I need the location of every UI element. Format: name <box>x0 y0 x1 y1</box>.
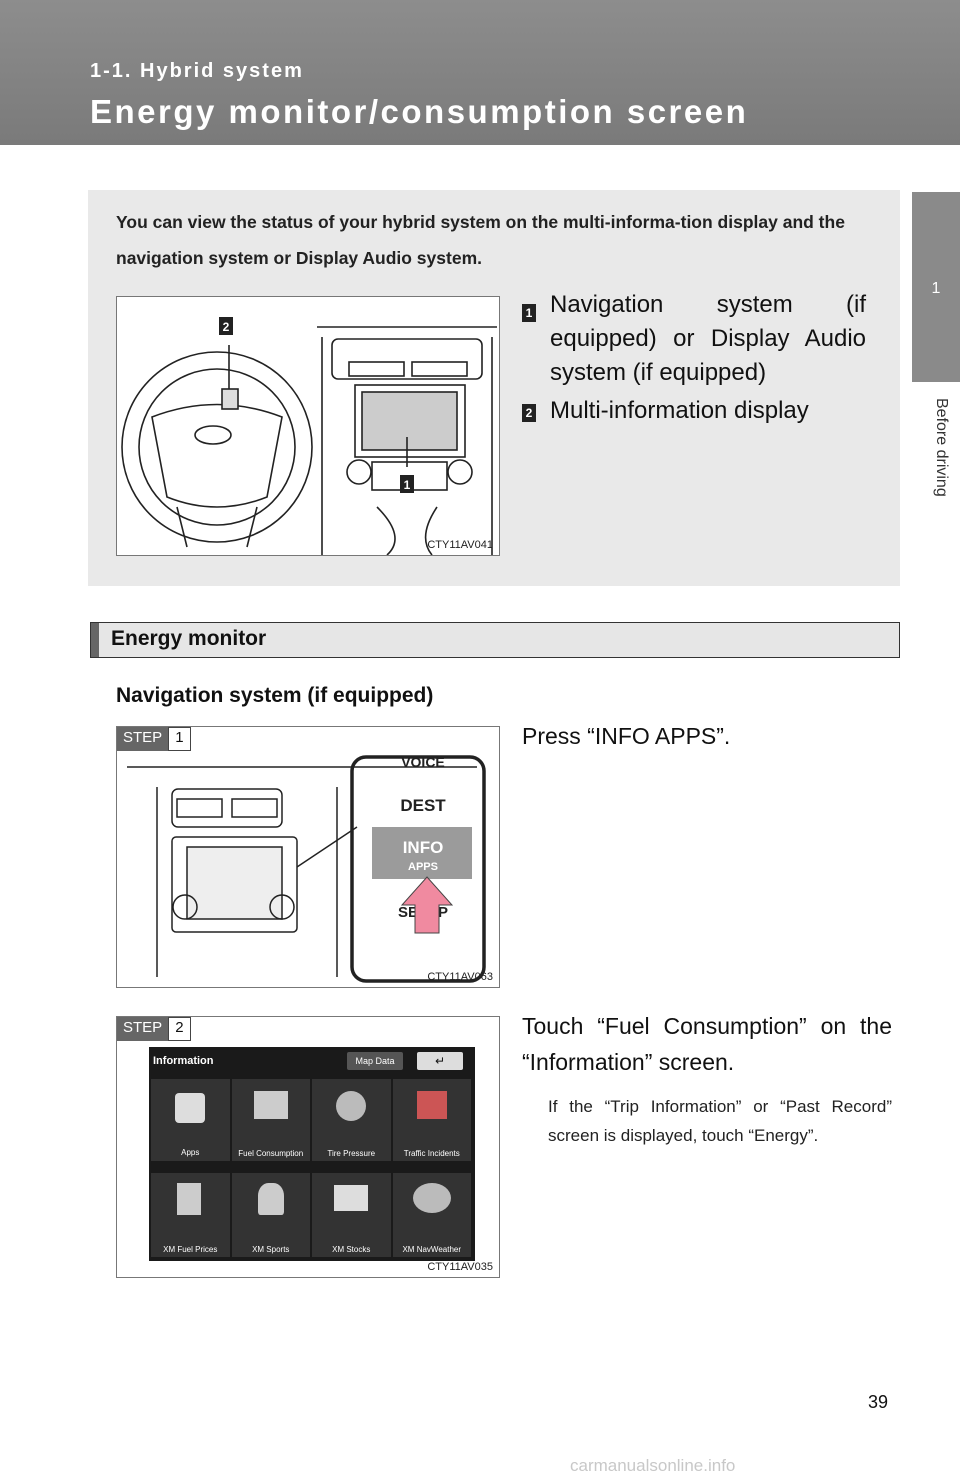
page-title: Energy monitor/consumption screen <box>90 93 749 130</box>
figure-code: CTY11AV041 <box>427 539 493 551</box>
figure-code: CTY11AV063 <box>427 971 493 983</box>
tile-label: Apps <box>181 1148 200 1157</box>
step2-badge: STEP 2 <box>117 1017 191 1041</box>
fuel-consumption-icon <box>253 1091 288 1119</box>
energy-monitor-heading-bar: Energy monitor <box>90 622 900 658</box>
section-label: 1-1. Hybrid system <box>90 60 304 82</box>
page-header: 1-1. Hybrid system Energy monitor/consum… <box>0 0 960 145</box>
step2-text: Touch “Fuel Consumption” on the “Informa… <box>522 1013 892 1075</box>
tile-label: XM Fuel Prices <box>163 1245 218 1254</box>
watermark: carmanualsonline.info <box>570 1456 736 1475</box>
legend-item-multi-info: Multi-information display <box>550 397 809 424</box>
tile-xm-fuel-prices[interactable]: XM Fuel Prices <box>151 1173 230 1257</box>
step-number: 2 <box>168 1017 191 1041</box>
stocks-chart-icon <box>334 1185 368 1211</box>
press-arrow-icon <box>400 876 454 934</box>
back-button[interactable]: ↵ <box>417 1052 463 1070</box>
tile-label: Tire Pressure <box>327 1149 376 1158</box>
tile-traffic-incidents[interactable]: Traffic Incidents <box>392 1079 471 1161</box>
tile-label: XM Stocks <box>332 1245 371 1254</box>
energy-monitor-heading: Energy monitor <box>111 627 267 650</box>
tile-xm-sports[interactable]: XM Sports <box>231 1173 310 1257</box>
console-illustration: VOICE DEST INFO APPS SETUP <box>127 754 486 983</box>
legend-badge-1: 1 <box>522 304 536 322</box>
page-number: 39 <box>868 1392 889 1412</box>
tile-xm-navweather[interactable]: XM NavWeather <box>392 1173 471 1257</box>
dashboard-figure: 2 1 CTY11AV041 <box>116 296 500 556</box>
step-number: 1 <box>168 727 191 751</box>
tile-label: XM Sports <box>252 1245 290 1254</box>
map-data-button[interactable]: Map Data <box>347 1052 403 1070</box>
step2-note: If the “Trip Information” or “Past Recor… <box>548 1097 892 1145</box>
fuel-pump-icon <box>177 1183 201 1215</box>
intro-text: You can view the status of your hybrid s… <box>116 212 845 268</box>
tile-label: Traffic Incidents <box>403 1149 460 1158</box>
chapter-tab: 1 <box>912 192 960 382</box>
tile-apps[interactable]: Apps <box>151 1079 230 1161</box>
navigation-subheading: Navigation system (if equipped) <box>116 684 434 707</box>
traffic-icon <box>416 1091 447 1119</box>
svg-text:1: 1 <box>404 478 411 492</box>
step2-figure: STEP 2 Information Map Data ↵ Apps Fuel … <box>116 1016 500 1278</box>
step1-figure: STEP 1 VOICE DEST INFO APPS SETUP CTY11A… <box>116 726 500 988</box>
weather-icon <box>412 1183 451 1213</box>
apps-button-label: APPS <box>408 861 438 873</box>
runner-icon <box>257 1183 284 1215</box>
tile-label: XM NavWeather <box>402 1245 462 1254</box>
apps-icon <box>175 1093 205 1123</box>
legend-badge-2: 2 <box>522 404 536 422</box>
tire-icon <box>336 1091 366 1121</box>
legend-item-navigation: Navigation system (if equipped) or Displ… <box>550 291 866 386</box>
tile-grid-top: Apps Fuel Consumption Tire Pressure Traf… <box>151 1079 471 1161</box>
dashboard-illustration: 2 1 <box>121 317 497 555</box>
information-screen: Information Map Data ↵ Apps Fuel Consump… <box>149 1047 475 1261</box>
tile-label: Fuel Consumption <box>238 1149 304 1158</box>
svg-text:2: 2 <box>223 320 230 334</box>
chapter-number: 1 <box>931 280 941 297</box>
back-arrow-icon: ↵ <box>434 1054 446 1068</box>
info-screen-title: Information <box>153 1055 214 1067</box>
tile-xm-stocks[interactable]: XM Stocks <box>312 1173 391 1257</box>
intro-box: You can view the status of your hybrid s… <box>88 190 900 586</box>
step-label: STEP <box>117 727 169 751</box>
voice-button-label: VOICE <box>401 754 445 770</box>
tile-grid-bottom: XM Fuel Prices XM Sports XM Stocks XM Na… <box>151 1173 471 1257</box>
step1-badge: STEP 1 <box>117 727 191 751</box>
chapter-label: Before driving <box>933 398 950 497</box>
step1-text: Press “INFO APPS”. <box>522 723 731 749</box>
figure-code: CTY11AV035 <box>427 1261 493 1273</box>
tile-fuel-consumption[interactable]: Fuel Consumption <box>231 1079 310 1161</box>
step-label: STEP <box>117 1017 169 1041</box>
dest-button-label: DEST <box>400 796 446 815</box>
tile-tire-pressure[interactable]: Tire Pressure <box>312 1079 391 1161</box>
info-button-label: INFO <box>403 838 444 857</box>
